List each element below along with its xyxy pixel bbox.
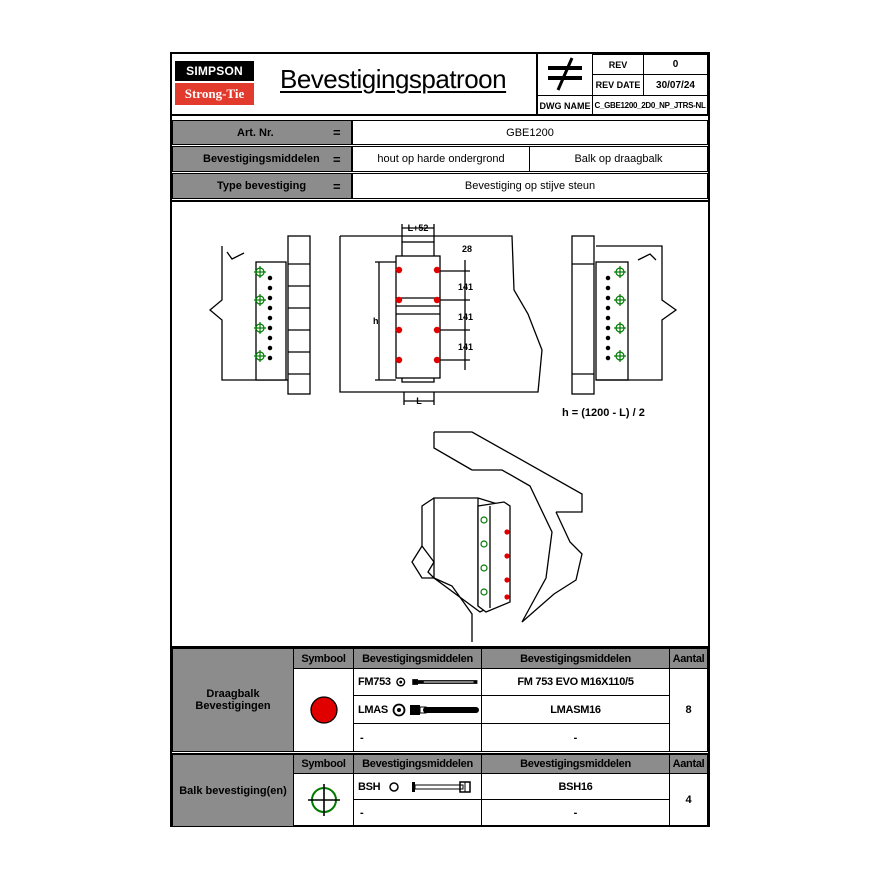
table1-middelen-header-2: Bevestigingsmiddelen <box>481 648 670 669</box>
rev-date-value: 30/07/24 <box>643 74 708 96</box>
rev-label: REV <box>592 54 644 75</box>
table1-row1-code: FM753 <box>353 668 482 696</box>
equals-sign: = <box>333 125 341 140</box>
dwg-name-value: C_GBE1200_2D0_NP_JTRS-NL <box>592 95 708 116</box>
table1-middelen-header-1: Bevestigingsmiddelen <box>353 648 482 669</box>
dim-28: 28 <box>462 244 472 254</box>
table1-row1-code-text: FM753 <box>358 676 391 688</box>
header-block: SIMPSON Strong-Tie Bevestigingspatroon D… <box>172 54 708 116</box>
art-nr-value: GBE1200 <box>352 120 708 145</box>
table2-group-text: Balk bevestiging(en) <box>179 784 287 797</box>
green-target-icon <box>307 784 340 816</box>
logo-simpson: SIMPSON <box>175 61 254 81</box>
right-view-holes <box>605 275 611 361</box>
isometric-view <box>411 431 583 642</box>
dim-l-plus-52: L+52 <box>408 223 429 233</box>
type-bevestiging-label: Type bevestiging = <box>172 173 352 199</box>
dim-141-c: 141 <box>458 342 473 352</box>
table1-group-text: Draagbalk Bevestigingen <box>195 688 271 712</box>
art-nr-label: Art. Nr. = <box>172 120 352 145</box>
table2-row1-code-text: BSH <box>358 780 381 793</box>
table2-row2-code: - <box>353 799 482 827</box>
table1-row3-code: - <box>353 723 482 752</box>
equals-sign: = <box>333 178 341 194</box>
table2-row1-code: BSH <box>353 773 482 800</box>
type-bevestiging-value: Bevestiging op stijve steun <box>352 173 708 199</box>
table1-row1-desc: FM 753 EVO M16X110/5 <box>481 668 670 696</box>
dim-h: h <box>373 316 379 326</box>
anchor-fm753-icon <box>395 677 478 687</box>
equals-sign: = <box>333 151 341 167</box>
drawing-area: L+52 28 141 141 141 h L h = (1200 - L) /… <box>172 200 708 648</box>
table2-row2-desc: - <box>481 799 670 827</box>
dwg-name-label: DWG NAME <box>536 95 592 116</box>
table1-aantal-header: Aantal <box>669 648 708 669</box>
right-side-view <box>571 235 678 395</box>
table1-row2-code: LMAS <box>353 695 482 724</box>
table2-middelen-header-2: Bevestigingsmiddelen <box>481 753 670 774</box>
table1-aantal-value: 8 <box>669 668 708 752</box>
screw-bsh-icon <box>389 780 472 793</box>
left-side-view <box>208 235 311 395</box>
table1-group-label: Draagbalk Bevestigingen <box>172 648 294 752</box>
left-view-holes <box>267 275 273 361</box>
table1-symbool-header: Symbool <box>293 648 354 669</box>
rev-date-label: REV DATE <box>592 74 644 96</box>
logo-strongtie: Strong-Tie <box>175 83 254 105</box>
red-circle-icon <box>309 696 338 724</box>
bevestigingsmiddelen-value-1: hout op harde ondergrond <box>352 146 530 172</box>
dim-l: L <box>416 396 422 406</box>
dim-141-a: 141 <box>458 282 473 292</box>
dim-141-b: 141 <box>458 312 473 322</box>
table1-row3-desc: - <box>481 723 670 752</box>
front-view <box>339 224 543 405</box>
rev-value: 0 <box>643 54 708 75</box>
green-fastener-targets <box>254 266 626 596</box>
not-equal-icon-box <box>536 54 592 96</box>
table2-symbool-header: Symbool <box>293 753 354 774</box>
table2-aantal-value: 4 <box>669 773 708 827</box>
bevestigingsmiddelen-label: Bevestigingsmiddelen = <box>172 146 352 172</box>
drawing-sheet: SIMPSON Strong-Tie Bevestigingspatroon D… <box>170 52 710 827</box>
technical-drawing: L+52 28 141 141 141 h L h = (1200 - L) /… <box>208 223 678 642</box>
red-fastener-dots <box>395 266 510 600</box>
page-title: Bevestigingspatroon <box>280 64 507 94</box>
table2-aantal-header: Aantal <box>669 753 708 774</box>
table2-group-label: Balk bevestiging(en) <box>172 753 294 827</box>
h-formula: h = (1200 - L) / 2 <box>562 407 645 419</box>
table1-row2-code-text: LMAS <box>358 703 388 716</box>
not-equal-icon <box>548 57 582 91</box>
type-bevestiging-label-text: Type bevestiging <box>217 180 307 192</box>
art-nr-label-text: Art. Nr. <box>237 126 274 139</box>
bevestigingsmiddelen-value-2: Balk op draagbalk <box>529 146 708 172</box>
anchor-lmas-icon <box>392 703 479 716</box>
table1-symbol-cell <box>293 668 354 752</box>
table2-middelen-header-1: Bevestigingsmiddelen <box>353 753 482 774</box>
table2-row1-desc: BSH16 <box>481 773 670 800</box>
table2-symbol-cell <box>293 773 354 827</box>
bevestigingsmiddelen-label-text: Bevestigingsmiddelen <box>203 153 320 165</box>
table1-row2-desc: LMASM16 <box>481 695 670 724</box>
